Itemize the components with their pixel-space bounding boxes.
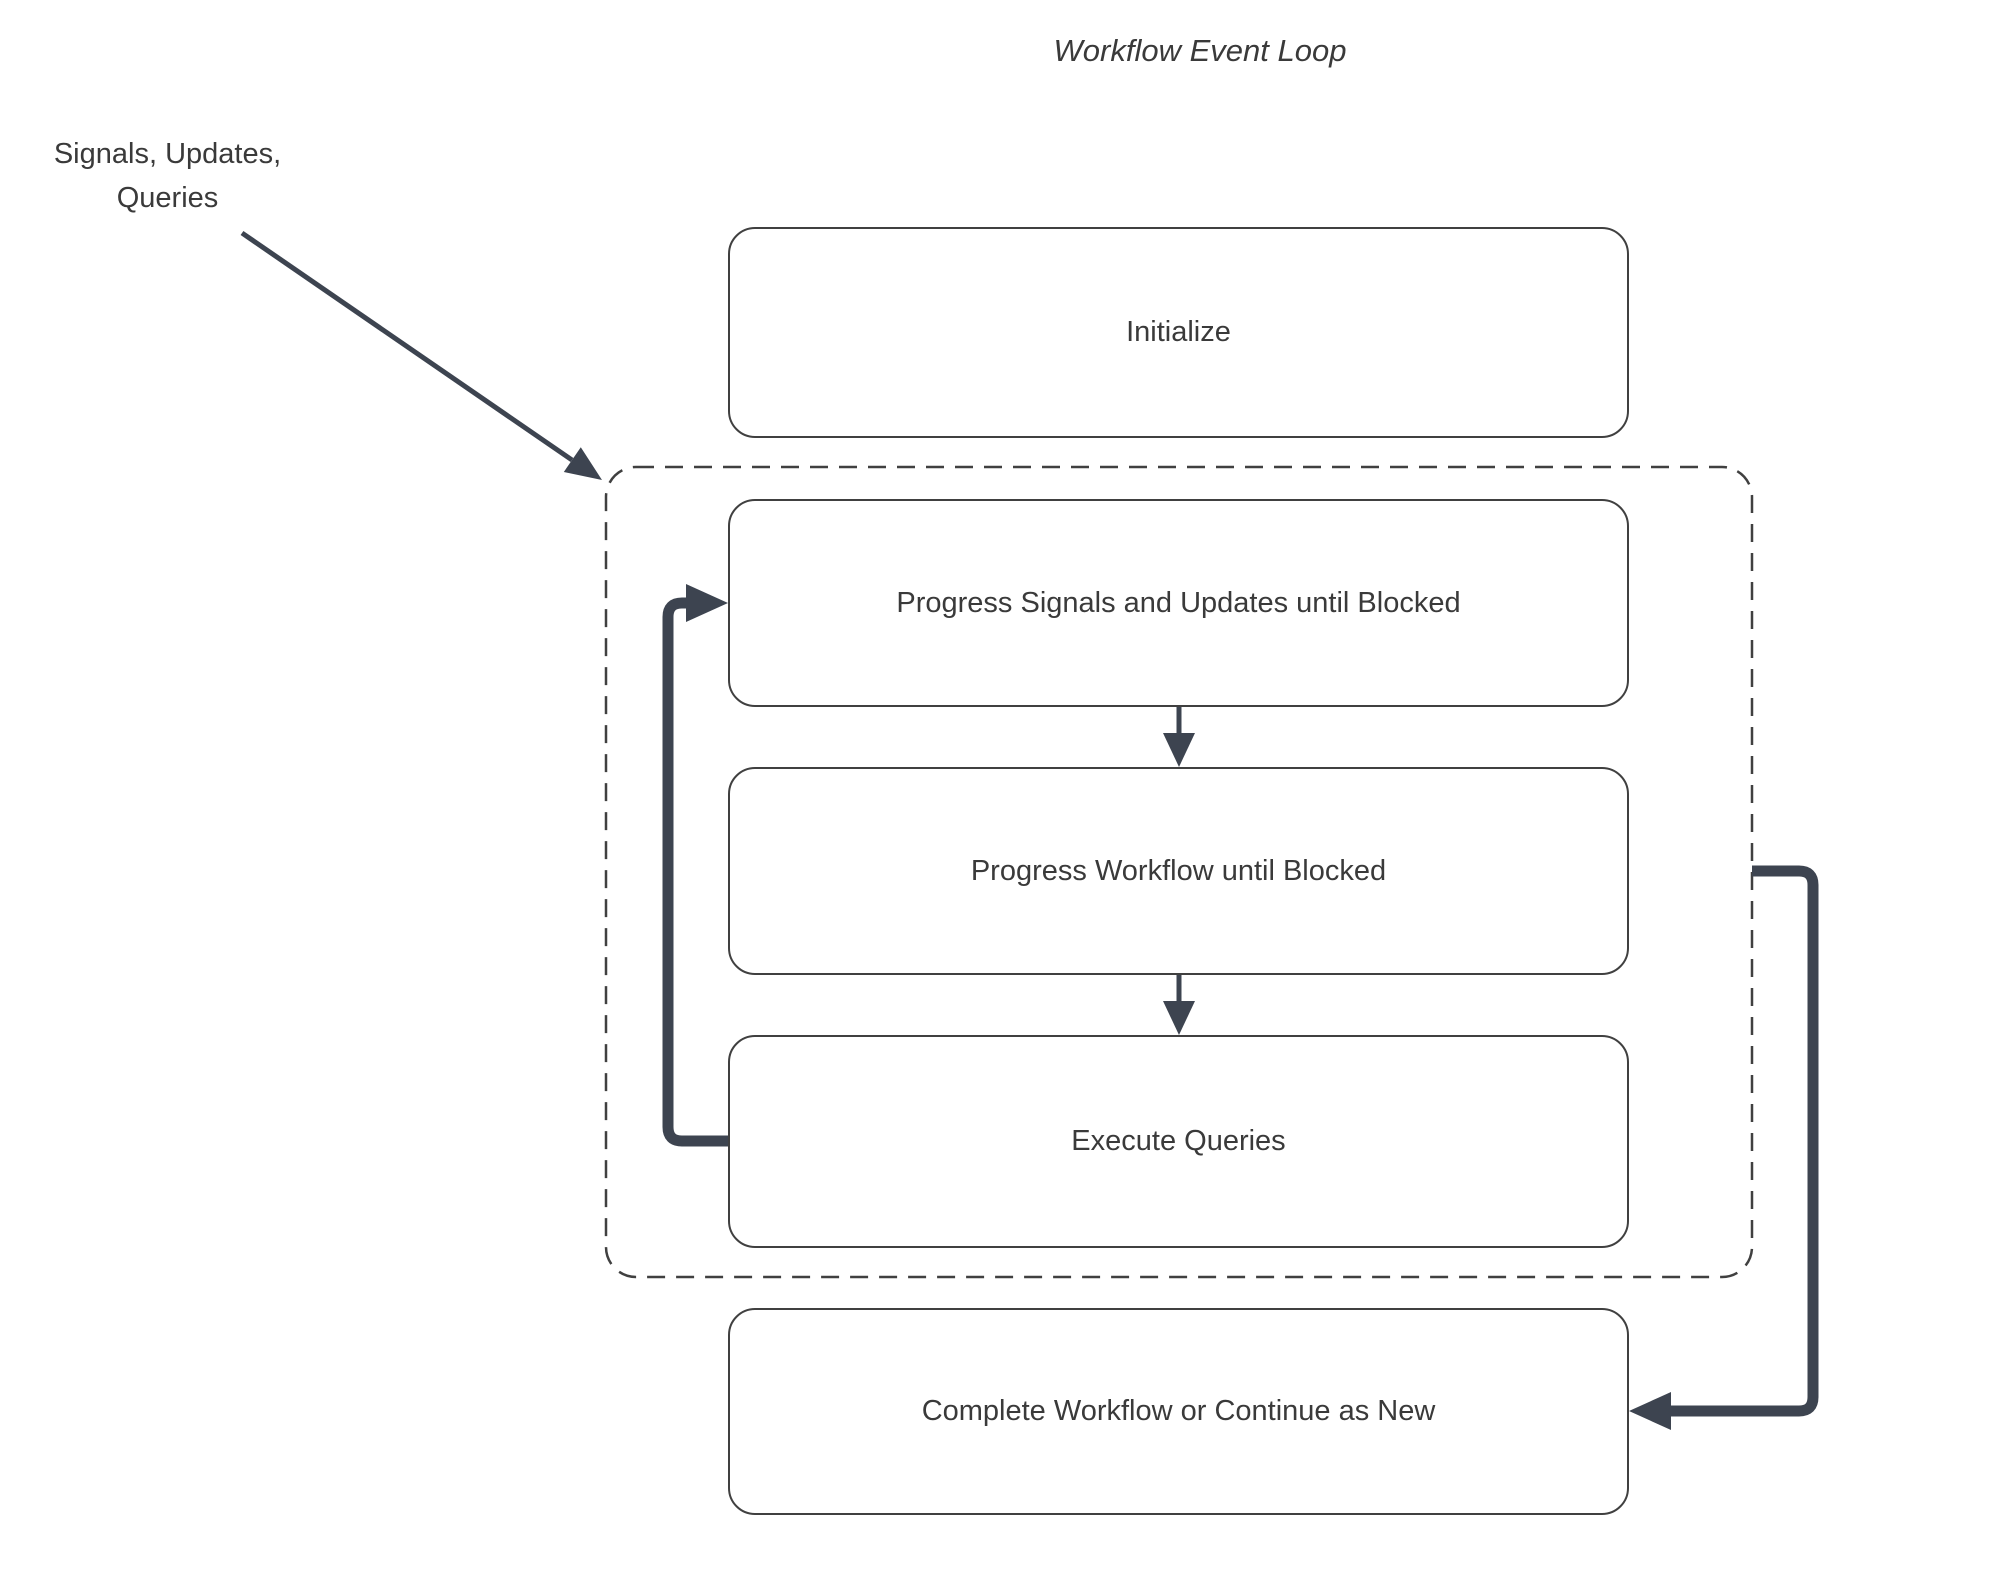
signals-input-arrow (240, 230, 574, 463)
exit-loop-arrowhead-icon (1629, 1392, 1671, 1430)
node-execute-queries-label: Execute Queries (1071, 1125, 1286, 1157)
step-arrow-2-head-icon (1163, 1001, 1195, 1035)
signals-input-arrowhead-icon (563, 447, 602, 480)
exit-loop-connector (1669, 865, 1819, 1417)
diagram-title: Workflow Event Loop (1053, 33, 1347, 68)
node-progress-signals-updates-label: Progress Signals and Updates until Block… (896, 586, 1461, 619)
node-initialize-label: Initialize (1126, 316, 1231, 348)
loop-back-connector (662, 597, 728, 1147)
step-arrow-1-head-icon (1163, 733, 1195, 767)
external-input-label: Signals, Updates, Queries (10, 132, 325, 220)
node-progress-workflow: Progress Workflow until Blocked (728, 767, 1629, 975)
node-execute-queries: Execute Queries (728, 1035, 1629, 1248)
node-complete-workflow: Complete Workflow or Continue as New (728, 1308, 1629, 1515)
external-input-label-line1: Signals, Updates, (53, 138, 282, 170)
node-progress-workflow-label: Progress Workflow until Blocked (970, 854, 1387, 887)
node-progress-signals-updates: Progress Signals and Updates until Block… (728, 499, 1629, 707)
external-input-label-line2: Queries (116, 182, 219, 214)
loop-back-arrowhead-icon (686, 584, 728, 622)
node-initialize: Initialize (728, 227, 1629, 438)
node-complete-workflow-label: Complete Workflow or Continue as New (921, 1395, 1436, 1427)
